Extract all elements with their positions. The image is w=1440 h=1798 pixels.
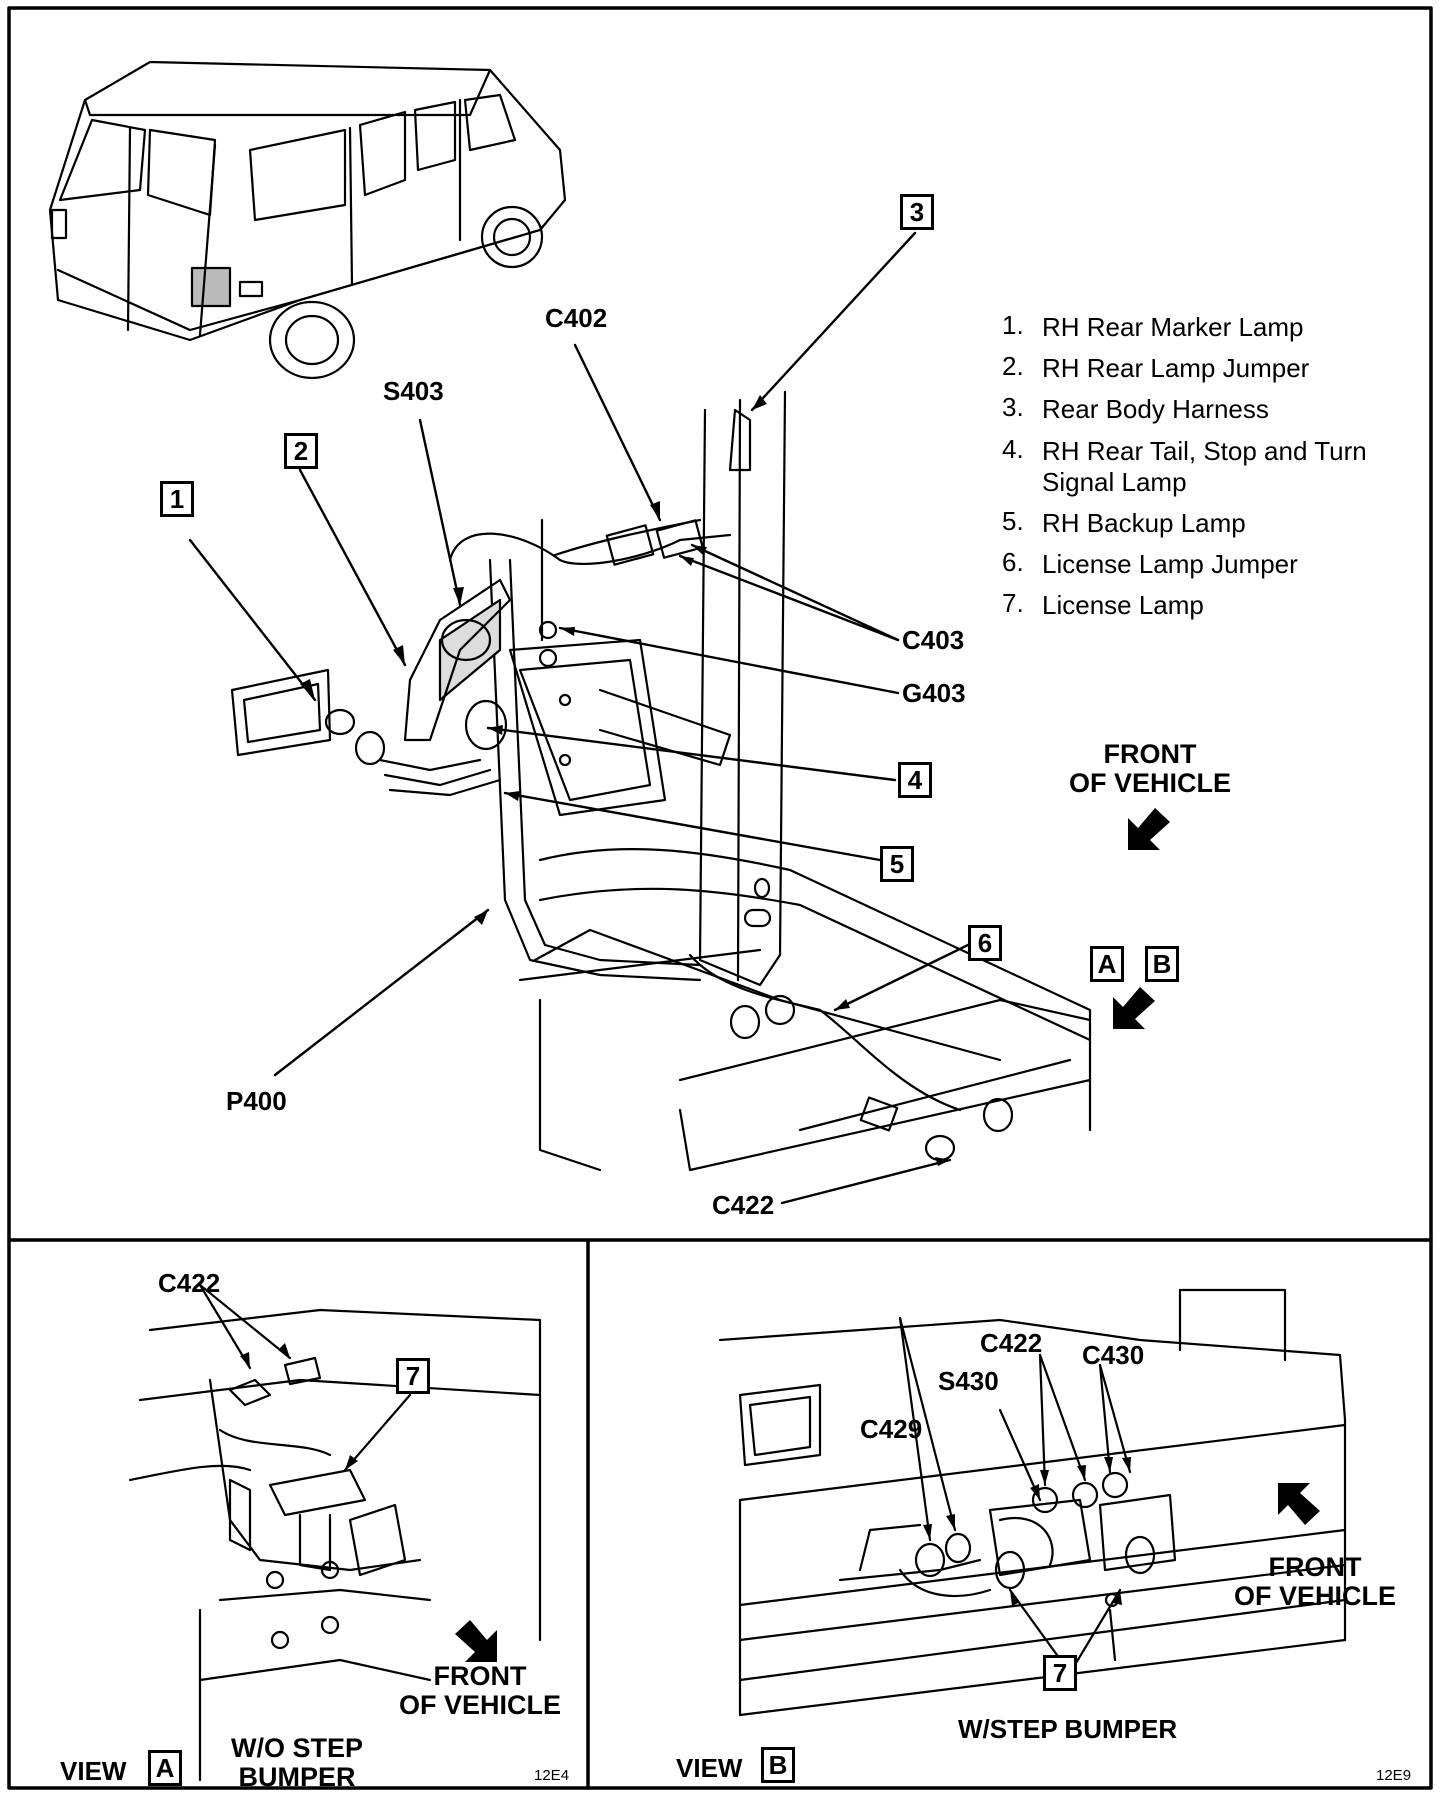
callout-1: 1: [160, 481, 194, 517]
front-of-vehicle-main: FRONT OF VEHICLE: [1050, 740, 1250, 798]
callout-3: 3: [900, 194, 934, 230]
front-arrow-main-icon: [1128, 808, 1170, 850]
label-c422-view-a: C422: [158, 1268, 221, 1298]
label-c403: C403: [902, 625, 965, 655]
callout-5: 5: [880, 846, 914, 882]
view-ref-b: B: [1145, 946, 1179, 982]
view-b-arrowheads: [923, 1457, 1131, 1606]
view-a-code: 12E4: [534, 1767, 570, 1784]
legend-num: 6.: [1002, 547, 1024, 578]
caption-line-2: BUMPER: [238, 1761, 356, 1792]
label-c422-view-b: C422: [980, 1328, 1043, 1358]
front-line-1: FRONT: [1268, 1552, 1362, 1582]
callout-2: 2: [284, 433, 318, 469]
legend: 1. RH Rear Marker Lamp 2. RH Rear Lamp Jum…: [1002, 312, 1422, 632]
label-c422-main: C422: [712, 1190, 775, 1220]
legend-num: 5.: [1002, 505, 1024, 536]
label-p400: P400: [226, 1086, 287, 1116]
label-c430: C430: [1082, 1340, 1145, 1370]
legend-text: RH Rear Tail, Stop and Turn Signal Lamp: [1042, 435, 1367, 497]
legend-item-3: 3. Rear Body Harness: [1002, 394, 1422, 425]
view-b-caption: W/STEP BUMPER: [958, 1714, 1178, 1744]
view-b-word: VIEW: [676, 1753, 743, 1783]
view-a-caption: W/O STEP BUMPER: [222, 1734, 372, 1792]
legend-text: RH Rear Lamp Jumper: [1042, 353, 1310, 384]
view-a-arrowheads: [240, 1343, 358, 1470]
view-a-illustration: [128, 1283, 542, 1782]
callout-6: 6: [968, 925, 1002, 961]
legend-item-1: 1. RH Rear Marker Lamp: [1002, 312, 1422, 343]
legend-num: 1.: [1002, 310, 1024, 340]
label-g403: G403: [902, 678, 966, 708]
front-of-vehicle-view-a: FRONT OF VEHICLE: [380, 1662, 580, 1720]
legend-num: 2.: [1002, 351, 1024, 382]
label-s430: S430: [938, 1366, 999, 1396]
front-line-2: OF VEHICLE: [1233, 1580, 1396, 1611]
legend-num: 3.: [1002, 392, 1024, 423]
leader-lines: [188, 231, 970, 1205]
front-arrow-ab-icon: [1113, 987, 1155, 1029]
harness: [378, 408, 1014, 1162]
callout-7-view-a: 7: [396, 1358, 430, 1394]
view-a-letter: A: [148, 1750, 182, 1786]
view-b-illustration: [718, 1288, 1347, 1717]
label-c429: C429: [860, 1414, 923, 1444]
front-arrow-a-icon: [455, 1620, 497, 1662]
legend-item-7: 7. License Lamp: [1002, 590, 1422, 621]
legend-item-5: 5. RH Backup Lamp: [1002, 508, 1422, 539]
front-of-vehicle-view-b: FRONT OF VEHICLE: [1215, 1553, 1415, 1611]
legend-num: 4.: [1002, 433, 1024, 464]
label-s403: S403: [383, 376, 444, 406]
legend-text: License Lamp Jumper: [1042, 549, 1298, 580]
front-line-2: OF VEHICLE: [1068, 767, 1231, 798]
legend-text: RH Backup Lamp: [1042, 507, 1246, 538]
legend-item-2: 2. RH Rear Lamp Jumper: [1002, 353, 1422, 384]
caption-line-1: W/O STEP: [230, 1733, 363, 1763]
view-ref-a: A: [1090, 946, 1124, 982]
legend-num: 7.: [1002, 588, 1024, 619]
legend-text: License Lamp: [1042, 590, 1204, 621]
callout-7-view-b: 7: [1043, 1655, 1077, 1691]
label-c402: C402: [545, 303, 608, 333]
van-illustration: [48, 60, 567, 380]
legend-item-6: 6. License Lamp Jumper: [1002, 549, 1422, 580]
front-line-2: OF VEHICLE: [398, 1689, 561, 1720]
arrowheads: [300, 395, 950, 1166]
view-a-word: VIEW: [60, 1756, 127, 1786]
legend-item-4: 4. RH Rear Tail, Stop and Turn Signal Lam…: [1002, 433, 1422, 498]
front-arrow-b-icon: [1278, 1483, 1320, 1525]
legend-text: Rear Body Harness: [1042, 394, 1269, 425]
front-line-1: FRONT: [433, 1661, 527, 1691]
view-b-code: 12E9: [1376, 1767, 1412, 1784]
outer-frame: [7, 6, 1433, 1790]
callout-4: 4: [898, 762, 932, 798]
view-b-letter: B: [761, 1747, 795, 1783]
legend-text: RH Rear Marker Lamp: [1042, 312, 1304, 342]
front-line-1: FRONT: [1103, 739, 1197, 769]
tail-lamp-housing: [508, 638, 732, 817]
